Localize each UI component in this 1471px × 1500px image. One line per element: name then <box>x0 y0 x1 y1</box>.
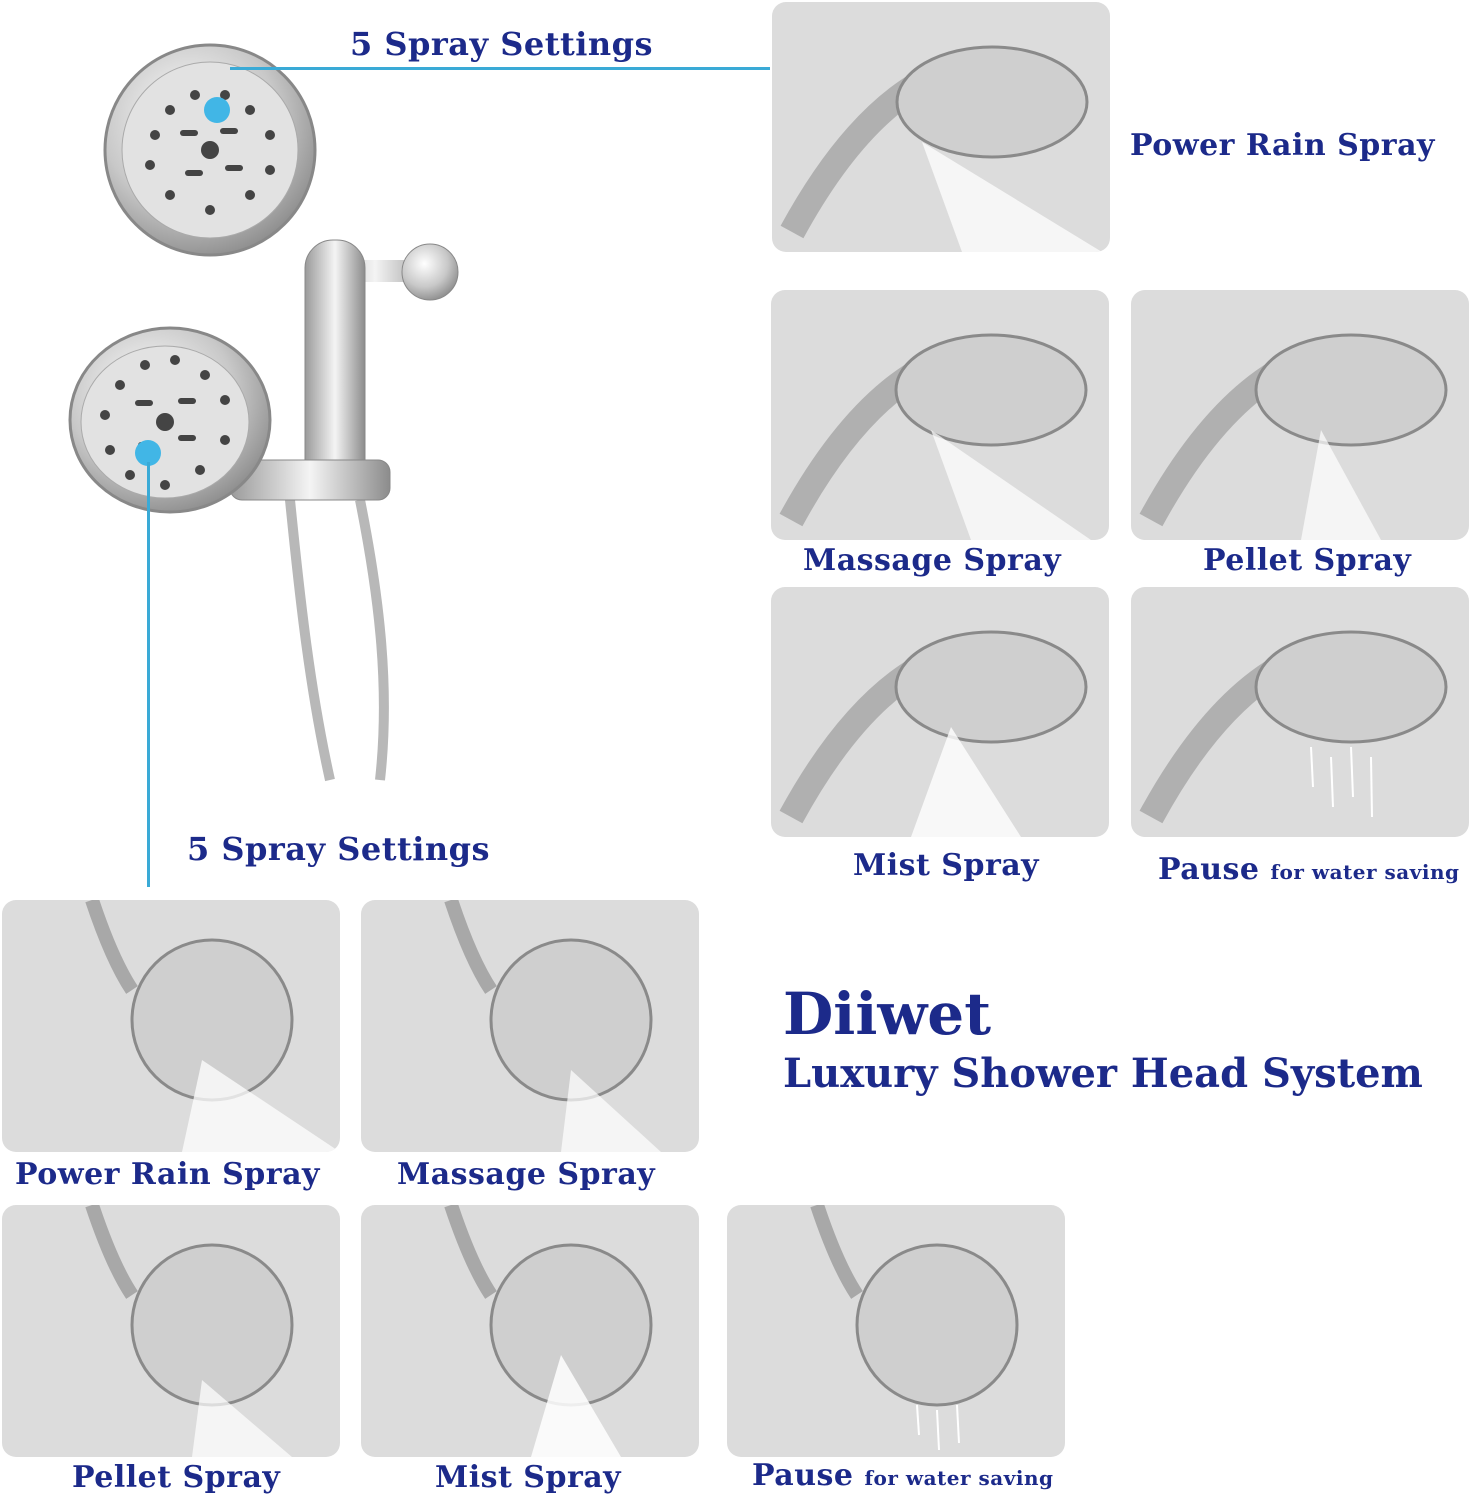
handheld-pause-main: Pause <box>1158 852 1260 887</box>
product-illustration <box>60 40 480 800</box>
handheld-massage-image <box>771 290 1109 540</box>
callout-line-bottom <box>147 462 150 887</box>
handheld-pellet-label: Pellet Spray <box>1203 543 1412 578</box>
handheld-massage-label: Massage Spray <box>803 543 1062 578</box>
handheld-power-rain-image <box>772 2 1110 252</box>
callout-dot-bottom <box>135 440 161 466</box>
callout-line-top <box>230 67 770 70</box>
fixed-pause-image <box>727 1205 1065 1457</box>
handheld-pause-image <box>1131 587 1469 837</box>
fixed-power-rain-image <box>2 900 340 1152</box>
brand-name: Diiwet <box>783 980 991 1048</box>
fixed-mist-label: Mist Spray <box>435 1460 622 1495</box>
fixed-massage-label: Massage Spray <box>397 1157 656 1192</box>
handheld-pellet-image <box>1131 290 1469 540</box>
bottom-callout-label: 5 Spray Settings <box>187 830 491 868</box>
top-callout-label: 5 Spray Settings <box>350 25 654 63</box>
callout-dot-top <box>204 97 230 123</box>
handheld-mist-image <box>771 587 1109 837</box>
handheld-pause-sub: for water saving <box>1270 860 1460 884</box>
fixed-power-rain-label: Power Rain Spray <box>15 1157 320 1192</box>
fixed-pause-label: Pause for water saving <box>752 1458 1053 1493</box>
fixed-pellet-label: Pellet Spray <box>72 1460 281 1495</box>
fixed-pause-sub: for water saving <box>864 1466 1054 1490</box>
brand-tagline: Luxury Shower Head System <box>783 1050 1423 1097</box>
handheld-power-rain-label: Power Rain Spray <box>1130 128 1435 163</box>
fixed-pause-main: Pause <box>752 1458 854 1493</box>
handheld-mist-label: Mist Spray <box>853 848 1040 883</box>
fixed-pellet-image <box>2 1205 340 1457</box>
fixed-mist-image <box>361 1205 699 1457</box>
fixed-massage-image <box>361 900 699 1152</box>
handheld-pause-label: Pause for water saving <box>1158 852 1459 887</box>
